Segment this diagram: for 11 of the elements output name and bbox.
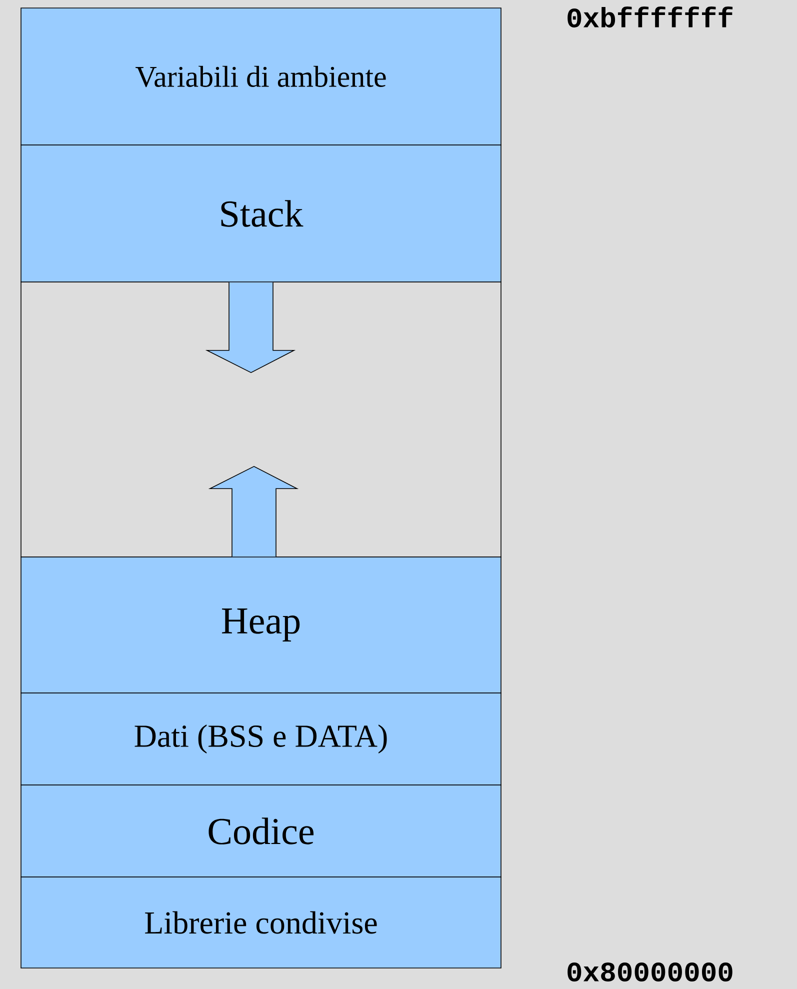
block-arrow	[205, 282, 296, 374]
free-memory-area	[20, 282, 502, 558]
address-label: 0x80000000	[568, 962, 732, 982]
memory-segment: Codice	[20, 784, 502, 878]
memory-segment: Dati (BSS e DATA)	[20, 692, 502, 786]
memory-segment: Variabili di ambiente	[20, 8, 502, 146]
memory-segment: Librerie condivise	[20, 876, 502, 968]
block-arrow	[208, 466, 299, 557]
memory-segment: Heap	[20, 556, 502, 694]
address-label: 0xbfffffff	[568, 6, 733, 28]
memory-segment: Stack	[20, 144, 502, 282]
